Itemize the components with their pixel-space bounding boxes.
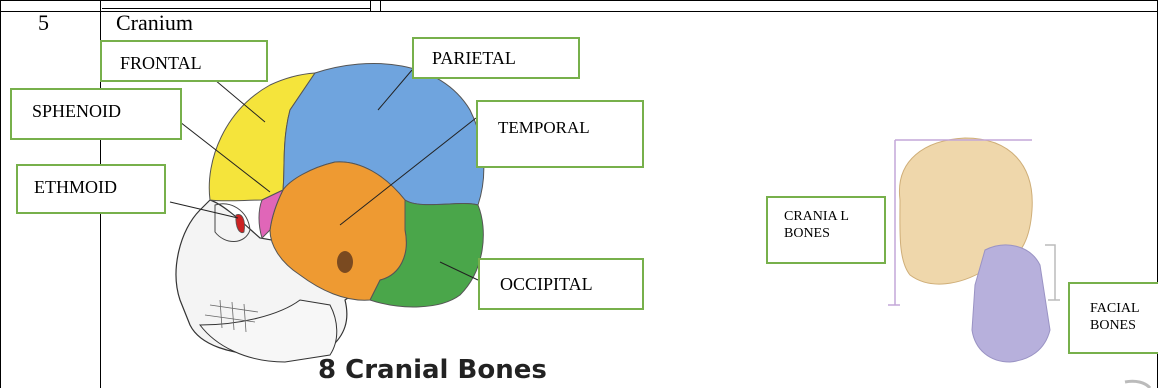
label-facial-bones: FACIAL BONES xyxy=(1068,282,1158,354)
label-cranial-bones: CRANIA L BONES xyxy=(766,196,886,264)
ear-canal xyxy=(337,251,353,273)
facial-bones-region xyxy=(972,245,1050,362)
diagram-caption: 8 Cranial Bones xyxy=(318,355,547,385)
label-parietal: PARIETAL xyxy=(412,37,580,79)
label-sphenoid: SPHENOID xyxy=(10,88,182,140)
facial-bracket xyxy=(1045,245,1060,300)
shadow-mark xyxy=(1125,381,1150,388)
lateral-skull-drawing xyxy=(176,63,484,362)
label-occipital: OCCIPITAL xyxy=(478,258,644,310)
label-temporal: TEMPORAL xyxy=(476,100,644,168)
label-ethmoid: ETHMOID xyxy=(16,164,166,214)
label-frontal: FRONTAL xyxy=(100,40,268,82)
